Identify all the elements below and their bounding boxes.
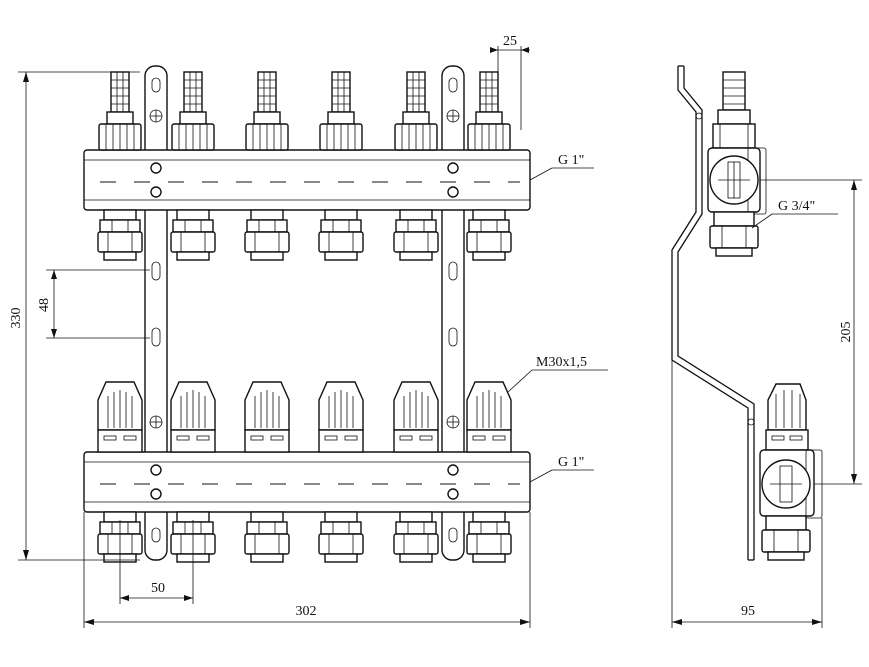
top-header-bar xyxy=(83,149,531,211)
overall-height-label: 330 xyxy=(9,308,24,329)
overall-width-label: 302 xyxy=(296,604,317,619)
top-header-thread-label: G 1" xyxy=(558,153,584,168)
dimension-flowmeter-width: 25 xyxy=(490,34,530,130)
side-view: 205 95 G 3/4" xyxy=(671,65,862,628)
dimension-connection-pitch: 48 xyxy=(37,269,150,339)
header-distance-label: 205 xyxy=(839,322,854,343)
side-top-manifold xyxy=(707,71,767,257)
flowmeter-width-label: 25 xyxy=(503,34,517,49)
side-mounting-bracket xyxy=(671,65,755,561)
dimension-header-distance: 205 xyxy=(760,179,862,485)
bottom-header-thread-label: G 1" xyxy=(558,455,584,470)
side-outlet-thread-label: G 3/4" xyxy=(778,199,815,214)
outlet-spacing-label: 50 xyxy=(151,581,165,596)
callout-cap-thread: M30x1,5 xyxy=(507,355,608,393)
callout-top-header-thread: G 1" xyxy=(529,153,594,181)
dimension-overall-width: 302 xyxy=(83,512,531,628)
callout-side-outlet-thread: G 3/4" xyxy=(751,199,838,229)
side-bottom-manifold xyxy=(759,383,823,561)
cap-thread-label: M30x1,5 xyxy=(536,355,587,370)
front-view: 330 48 50 302 xyxy=(9,34,608,628)
dimension-side-depth: 95 xyxy=(671,360,823,628)
side-depth-label: 95 xyxy=(741,604,755,619)
callout-bottom-header-thread: G 1" xyxy=(529,455,594,483)
dimension-outlet-spacing: 50 xyxy=(119,520,194,604)
connection-pitch-label: 48 xyxy=(37,298,52,312)
bottom-header-bar xyxy=(83,451,531,513)
